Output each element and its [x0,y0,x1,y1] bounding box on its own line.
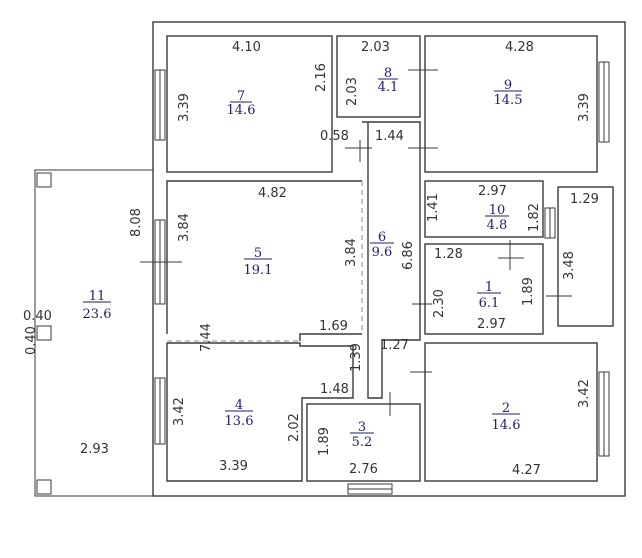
room-label-1-id: 1 [485,280,493,295]
dim-r6-side: 6.86 [401,241,416,270]
room-10-outline [424,180,544,238]
room-label-3-id: 3 [358,420,366,435]
dim-r1-left: 2.30 [432,289,447,318]
dim-r4-right: 2.02 [287,413,302,442]
room-label-4-id: 4 [235,398,243,413]
room-label-8-id: 8 [384,66,392,81]
dim-r8-side: 2.03 [345,77,360,106]
terrace-post-middle [36,325,52,341]
room-7-outline [166,35,333,173]
room-1-outline [424,243,544,335]
room-label-2-id: 2 [502,401,510,416]
dim-hall-len: 7.44 [199,323,214,352]
dim-r4-bottom: 3.39 [219,459,248,474]
room-label-8-area: 4.1 [378,80,399,95]
dim-r11-edge-b: 0.40 [24,326,39,355]
room-4-outline [166,342,354,482]
room-label-11: 11 23.6 [83,289,112,322]
dim-r1-right: 1.89 [521,277,536,306]
dim-r4-step-side: 1.39 [349,343,364,372]
room-label-5-id: 5 [254,246,262,261]
terrace-post-top [36,172,52,188]
terrace-post-bottom [36,479,52,495]
dim-r10-top: 2.97 [478,184,507,199]
room-label-5-area: 19.1 [244,263,273,278]
dim-r2-bottom: 4.27 [512,463,541,478]
dim-r7-inner: 2.16 [314,63,329,92]
dim-r9-side: 3.39 [577,93,592,122]
room-label-9-area: 14.5 [494,93,523,108]
room-label-7-area: 14.6 [227,103,256,118]
terrace [34,169,154,497]
dim-r10-right: 1.82 [527,203,542,232]
dim-r10-left: 1.41 [426,193,441,222]
room-2-outline [424,342,598,482]
dim-r1-bottom: 2.97 [477,317,506,332]
dim-r7-side: 3.39 [177,93,192,122]
room-label-6-id: 6 [378,230,386,245]
room-label-6: 6 9.6 [370,230,394,260]
room-label-9-id: 9 [504,78,512,93]
room-label-2-area: 14.6 [492,418,521,433]
dim-r11-len: 8.08 [129,208,144,237]
room-label-11-id: 11 [89,289,106,304]
dim-r5-right: 3.84 [344,238,359,267]
dim-corridor-bottom: 1.27 [380,338,409,353]
room-label-2: 2 14.6 [492,401,521,433]
dim-r4-step-top: 1.48 [320,382,349,397]
dim-r2-right: 3.42 [577,379,592,408]
windows [154,61,610,495]
dim-closet-top: 1.29 [570,192,599,207]
dimension-labels: 4.10 3.39 2.16 0.58 2.03 2.03 4.28 3.39 … [23,40,599,478]
room-label-7: 7 14.6 [227,89,256,118]
room-label-3: 3 5.2 [350,420,374,450]
dim-r5-top: 4.82 [258,186,287,201]
room-8-outline [336,35,421,118]
closet-outline [557,186,614,327]
dim-r1-top: 1.28 [434,247,463,262]
room-label-1-area: 6.1 [479,296,500,311]
dim-closet-side: 3.48 [562,251,577,280]
room-label-1: 1 6.1 [477,280,501,311]
room-3-outline [306,403,421,482]
room-label-8: 8 4.1 [378,66,399,95]
dim-r3-left: 1.89 [317,427,332,456]
room-label-10-area: 4.8 [487,218,508,233]
room-label-4: 4 13.6 [225,398,254,429]
dim-r9-top: 4.28 [505,40,534,55]
room-label-9: 9 14.5 [494,78,523,108]
door-markers [140,69,572,416]
room-label-7-id: 7 [237,89,245,104]
interior-walls [166,35,614,482]
room-label-5: 5 19.1 [244,246,273,278]
dim-r4-left: 3.42 [172,397,187,426]
dim-r7-door: 0.58 [320,129,349,144]
room-label-3-area: 5.2 [352,435,373,450]
dim-r5-bottom: 1.69 [319,319,348,334]
room-9-outline [424,35,598,173]
dim-r3-bottom: 2.76 [349,462,378,477]
dim-corridor-top: 1.44 [375,129,404,144]
room-label-11-area: 23.6 [83,307,112,322]
dim-r5-left: 3.84 [177,213,192,242]
room-label-10-id: 10 [489,203,506,218]
room-5-outline [166,180,362,334]
room-label-10: 10 4.8 [485,203,509,233]
room-label-6-area: 9.6 [372,245,393,260]
dim-r8-top: 2.03 [361,40,390,55]
dim-r11-width: 2.93 [80,442,109,457]
corridor-outline [362,121,421,399]
dim-r11-edge-a: 0.40 [23,309,52,324]
room-5-step [299,333,362,341]
room-labels: 7 14.6 8 4.1 9 14.5 5 19.1 6 9.6 10 4.8 [83,66,523,450]
dim-r7-top: 4.10 [232,40,261,55]
room-label-4-area: 13.6 [225,414,254,429]
